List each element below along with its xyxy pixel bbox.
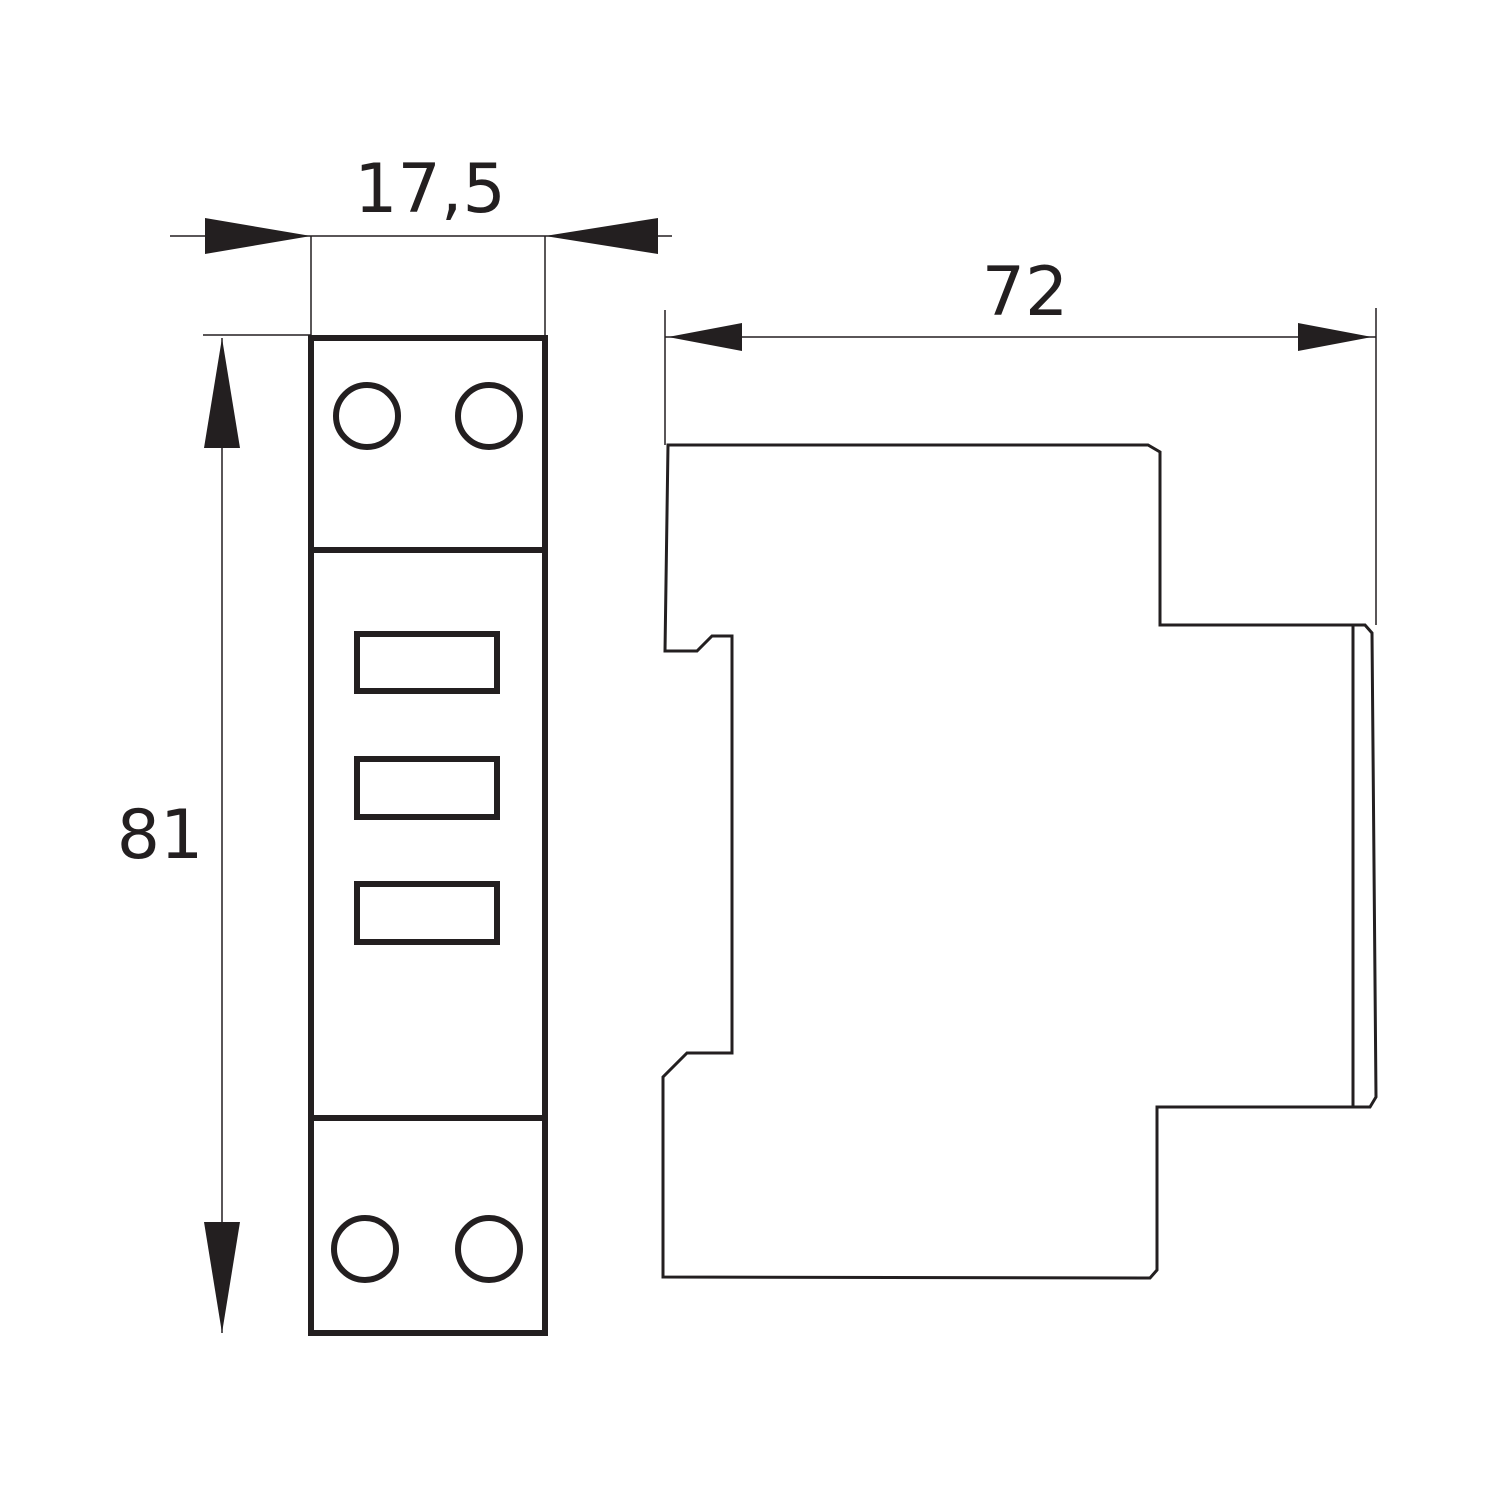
terminal-screw-top-right: [455, 382, 523, 450]
depth-arrow-left-icon: [668, 323, 742, 351]
front-body-outline: [308, 335, 548, 1336]
width-arrow-right-icon: [545, 218, 658, 254]
height-arrow-top-icon: [204, 338, 240, 448]
terminal-screw-bottom-left: [331, 1215, 399, 1283]
side-view: [661, 443, 1378, 1280]
indicator-window-2: [354, 756, 500, 820]
height-label: 81: [117, 796, 204, 875]
width-arrow-left-icon: [205, 218, 311, 254]
indicator-window-3: [354, 881, 500, 945]
height-arrow-bottom-icon: [204, 1222, 240, 1333]
depth-arrow-right-icon: [1298, 323, 1372, 351]
depth-label: 72: [982, 253, 1069, 332]
indicator-window-1: [354, 631, 500, 694]
terminal-screw-bottom-right: [455, 1215, 523, 1283]
width-label: 17,5: [354, 150, 505, 229]
front-view: [308, 335, 548, 1336]
terminal-screw-top-left: [333, 382, 401, 450]
side-profile-outline: [661, 443, 1378, 1280]
